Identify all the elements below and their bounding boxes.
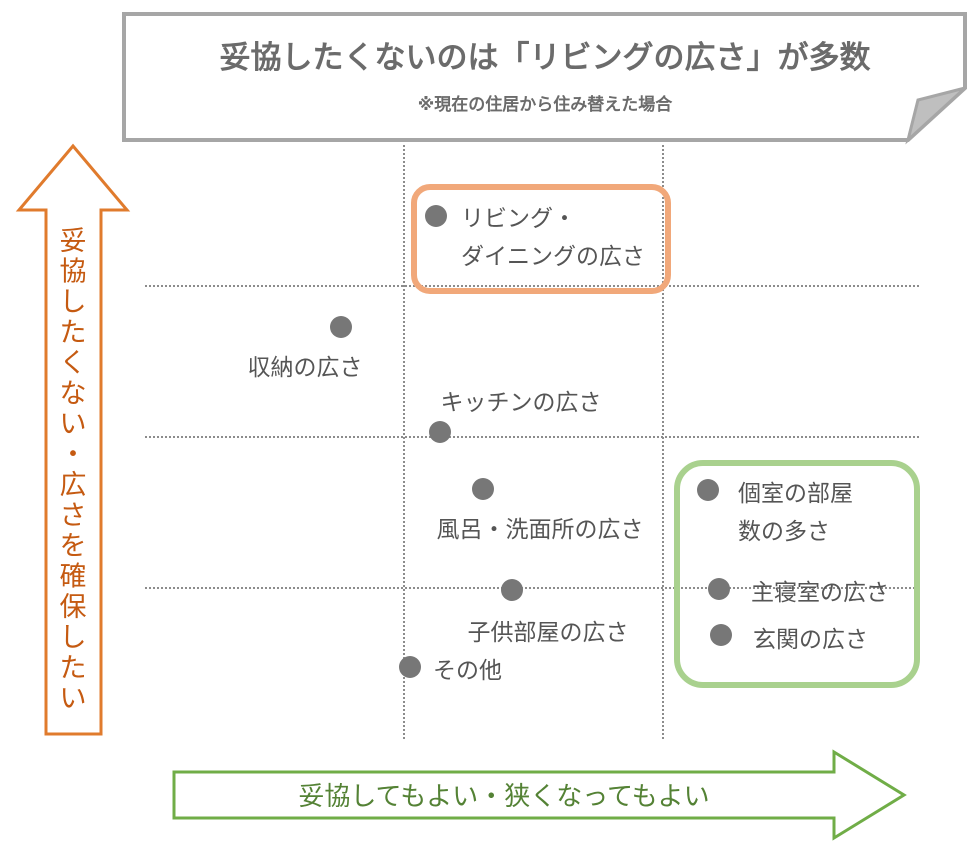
- data-point: [710, 624, 732, 646]
- y-axis-label-char: た: [60, 653, 87, 684]
- data-point: [429, 421, 451, 443]
- highlight-box-green: [674, 460, 920, 688]
- data-point-label-line: 玄関の広さ: [753, 627, 868, 653]
- data-point-label: 玄関の広さ: [753, 627, 868, 653]
- x-axis-arrow: 妥協してもよい・狭くなってもよい: [172, 749, 907, 841]
- data-point-label: リビング・ダイニングの広さ: [461, 206, 645, 270]
- data-point-label-line: 数の多さ: [738, 519, 830, 545]
- data-point-label-line: 主寝室の広さ: [751, 580, 889, 606]
- y-axis-label-char: を: [60, 531, 87, 562]
- y-axis-label-char: さ: [60, 501, 87, 532]
- y-axis-label-char: 広: [60, 470, 87, 501]
- y-axis-label-char: い: [60, 409, 87, 440]
- highlight-box-orange: [411, 184, 671, 294]
- y-axis-label-char: た: [60, 318, 87, 349]
- y-axis-label-char: 保: [60, 592, 87, 623]
- y-axis-arrow: 妥協したくない・広さを確保したい: [15, 143, 131, 736]
- data-point-label: 収納の広さ: [248, 355, 363, 381]
- y-axis-label-char: 協: [60, 257, 87, 288]
- chart-title: 妥協したくないのは「リビングの広さ」が多数: [220, 40, 871, 76]
- data-point-label-line: 風呂・洗面所の広さ: [437, 517, 644, 543]
- y-axis-label-char: し: [60, 623, 87, 654]
- data-point-label-line: 収納の広さ: [248, 355, 363, 381]
- data-point-label: キッチンの広さ: [441, 390, 602, 416]
- data-point-label-line: リビング・: [461, 206, 576, 232]
- title-banner: 妥協したくないのは「リビングの広さ」が多数 ※現在の住居から住み替えた場合: [122, 12, 967, 145]
- data-point-label: その他: [433, 658, 502, 684]
- data-point-label-line: 子供部屋の広さ: [468, 620, 629, 646]
- x-axis-label: 妥協してもよい・狭くなってもよい: [298, 782, 709, 812]
- y-axis-label-char: な: [60, 379, 87, 410]
- data-point: [399, 656, 421, 678]
- y-axis-label-char: い: [60, 684, 87, 715]
- y-axis-label-char: ・: [60, 440, 87, 471]
- data-point-label-line: ダイニングの広さ: [461, 244, 645, 270]
- y-axis-label-char: 確: [60, 562, 87, 593]
- data-point: [425, 205, 447, 227]
- data-point-label-line: 個室の部屋: [738, 481, 853, 507]
- points-layer: リビング・ダイニングの広さ収納の広さキッチンの広さ風呂・洗面所の広さ子供部屋の広…: [248, 205, 889, 684]
- data-point-label: 個室の部屋数の多さ: [738, 481, 853, 545]
- data-point-label-line: キッチンの広さ: [441, 390, 602, 416]
- y-axis-label-char: 妥: [60, 226, 87, 257]
- data-point: [501, 579, 523, 601]
- data-point-label: 風呂・洗面所の広さ: [437, 517, 644, 543]
- data-point: [472, 478, 494, 500]
- data-point-label: 子供部屋の広さ: [468, 620, 629, 646]
- grid: [145, 145, 921, 740]
- y-axis-label: 妥協したくない・広さを確保したい: [60, 226, 87, 715]
- data-point: [708, 578, 730, 600]
- y-axis-label-char: し: [60, 287, 87, 318]
- y-axis-label-char: く: [60, 348, 87, 379]
- data-point: [697, 479, 719, 501]
- data-point-label-line: その他: [433, 658, 502, 684]
- chart-subtitle: ※現在の住居から住み替えた場合: [418, 94, 674, 115]
- data-point: [330, 316, 352, 338]
- data-point-label: 主寝室の広さ: [751, 580, 889, 606]
